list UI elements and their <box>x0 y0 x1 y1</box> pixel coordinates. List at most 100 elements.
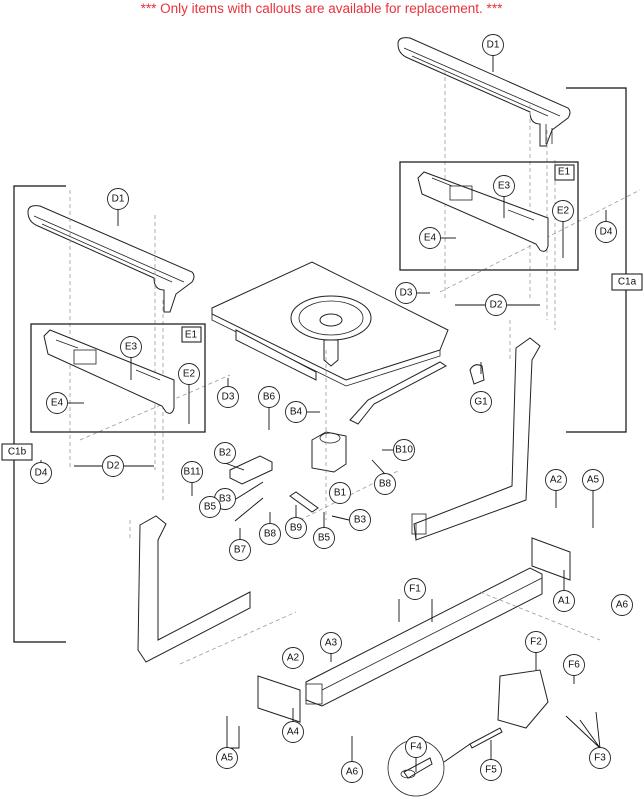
callout-label: E3 <box>498 181 511 192</box>
callout-circle <box>120 336 142 358</box>
svg-text:E1: E1 <box>558 167 571 178</box>
callout-f5: F5 <box>480 759 502 781</box>
callout-label: F6 <box>568 660 580 671</box>
callout-circle <box>404 578 426 600</box>
callout-circle <box>216 747 238 769</box>
leader-lines <box>40 56 623 772</box>
callout-f2: F2 <box>525 631 547 653</box>
frame-clamp-right <box>531 537 571 581</box>
callout-circle <box>419 227 441 249</box>
callout-label: B9 <box>290 523 303 534</box>
label-box-c1a: C1a <box>611 273 643 291</box>
callout-circle <box>485 294 507 316</box>
arm-frame-left <box>137 515 251 663</box>
callout-b10: B10 <box>393 439 415 461</box>
callout-label: E2 <box>557 206 570 217</box>
inset-box-left <box>30 323 206 433</box>
callout-label: D2 <box>490 300 503 311</box>
release-lever <box>349 361 447 425</box>
callout-d4: D4 <box>30 462 52 484</box>
callout-b5: B5 <box>199 496 221 518</box>
callout-circle <box>259 523 281 545</box>
callout-circle <box>480 759 502 781</box>
callout-f6: F6 <box>563 654 585 676</box>
callout-label: F1 <box>409 584 421 595</box>
callout-label: B5 <box>204 502 217 513</box>
callout-label: A3 <box>325 638 338 649</box>
callout-label: A2 <box>287 653 300 664</box>
callout-a4: A4 <box>282 721 304 743</box>
callout-circle <box>582 469 604 491</box>
callout-circle <box>552 200 574 222</box>
callout-label: B1 <box>334 488 347 499</box>
callout-label: B6 <box>263 392 276 403</box>
callout-circle <box>217 386 239 408</box>
callout-label: F5 <box>485 765 497 776</box>
callout-circle <box>181 461 203 483</box>
callout-label: E2 <box>183 369 196 380</box>
callout-label: D4 <box>35 468 48 479</box>
callout-label: B8 <box>264 529 277 540</box>
callout-b11: B11 <box>181 461 203 483</box>
callout-circle <box>589 747 611 769</box>
callout-label: A6 <box>346 767 359 778</box>
callout-label: D2 <box>107 461 120 472</box>
callout-circle <box>595 221 617 243</box>
armrest-pad-right <box>397 37 571 147</box>
callout-a3: A3 <box>320 632 342 654</box>
callout-d3: D3 <box>395 282 417 304</box>
callout-circle <box>393 439 415 461</box>
callout-label: A5 <box>587 475 600 486</box>
svg-text:E1: E1 <box>185 330 198 341</box>
label-box-e1-right: E1 <box>554 164 575 181</box>
callout-label: B7 <box>234 545 247 556</box>
swivel-lock-assembly <box>229 431 347 513</box>
callout-circle <box>329 482 351 504</box>
callout-d2: D2 <box>485 294 507 316</box>
callout-b5: B5 <box>313 527 335 549</box>
callout-label: D3 <box>400 288 413 299</box>
callout-a6: A6 <box>341 761 363 783</box>
callout-e2: E2 <box>552 200 574 222</box>
callout-label: A5 <box>221 753 234 764</box>
callout-b3: B3 <box>349 509 371 531</box>
callout-circle <box>482 34 504 56</box>
callout-e3: E3 <box>120 336 142 358</box>
frame-clamp-left <box>257 675 301 723</box>
callout-circle <box>214 442 236 464</box>
callout-circle <box>178 363 200 385</box>
callout-circle <box>229 539 251 561</box>
callout-circle <box>285 517 307 539</box>
callout-circle <box>349 509 371 531</box>
callout-label: A1 <box>558 596 571 607</box>
callout-circle <box>285 401 307 423</box>
svg-text:C1a: C1a <box>618 277 637 288</box>
callout-circle <box>199 496 221 518</box>
callout-a6: A6 <box>611 594 633 616</box>
callout-label: F3 <box>594 753 606 764</box>
callout-label: B5 <box>318 533 331 544</box>
label-box-e1-left: E1 <box>181 326 202 343</box>
callout-label: G1 <box>474 397 488 408</box>
callout-circle <box>46 392 68 414</box>
seat-swivel-plate <box>211 261 449 387</box>
callout-label: D1 <box>112 194 125 205</box>
callout-d1: D1 <box>107 188 129 210</box>
callout-label: D3 <box>222 392 235 403</box>
callout-b8: B8 <box>374 473 396 495</box>
callout-label: B11 <box>183 467 200 478</box>
callout-f3: F3 <box>589 747 611 769</box>
callout-a2: A2 <box>545 469 567 491</box>
callout-e2: E2 <box>178 363 200 385</box>
callout-a2: A2 <box>282 647 304 669</box>
callout-e4: E4 <box>46 392 68 414</box>
callout-circle <box>405 736 427 758</box>
callout-label: B10 <box>395 445 413 456</box>
callout-label: A2 <box>550 475 563 486</box>
callout-b2: B2 <box>214 442 236 464</box>
callout-d4: D4 <box>595 221 617 243</box>
hitch-receiver <box>497 669 549 729</box>
svg-text:C1b: C1b <box>8 447 27 458</box>
